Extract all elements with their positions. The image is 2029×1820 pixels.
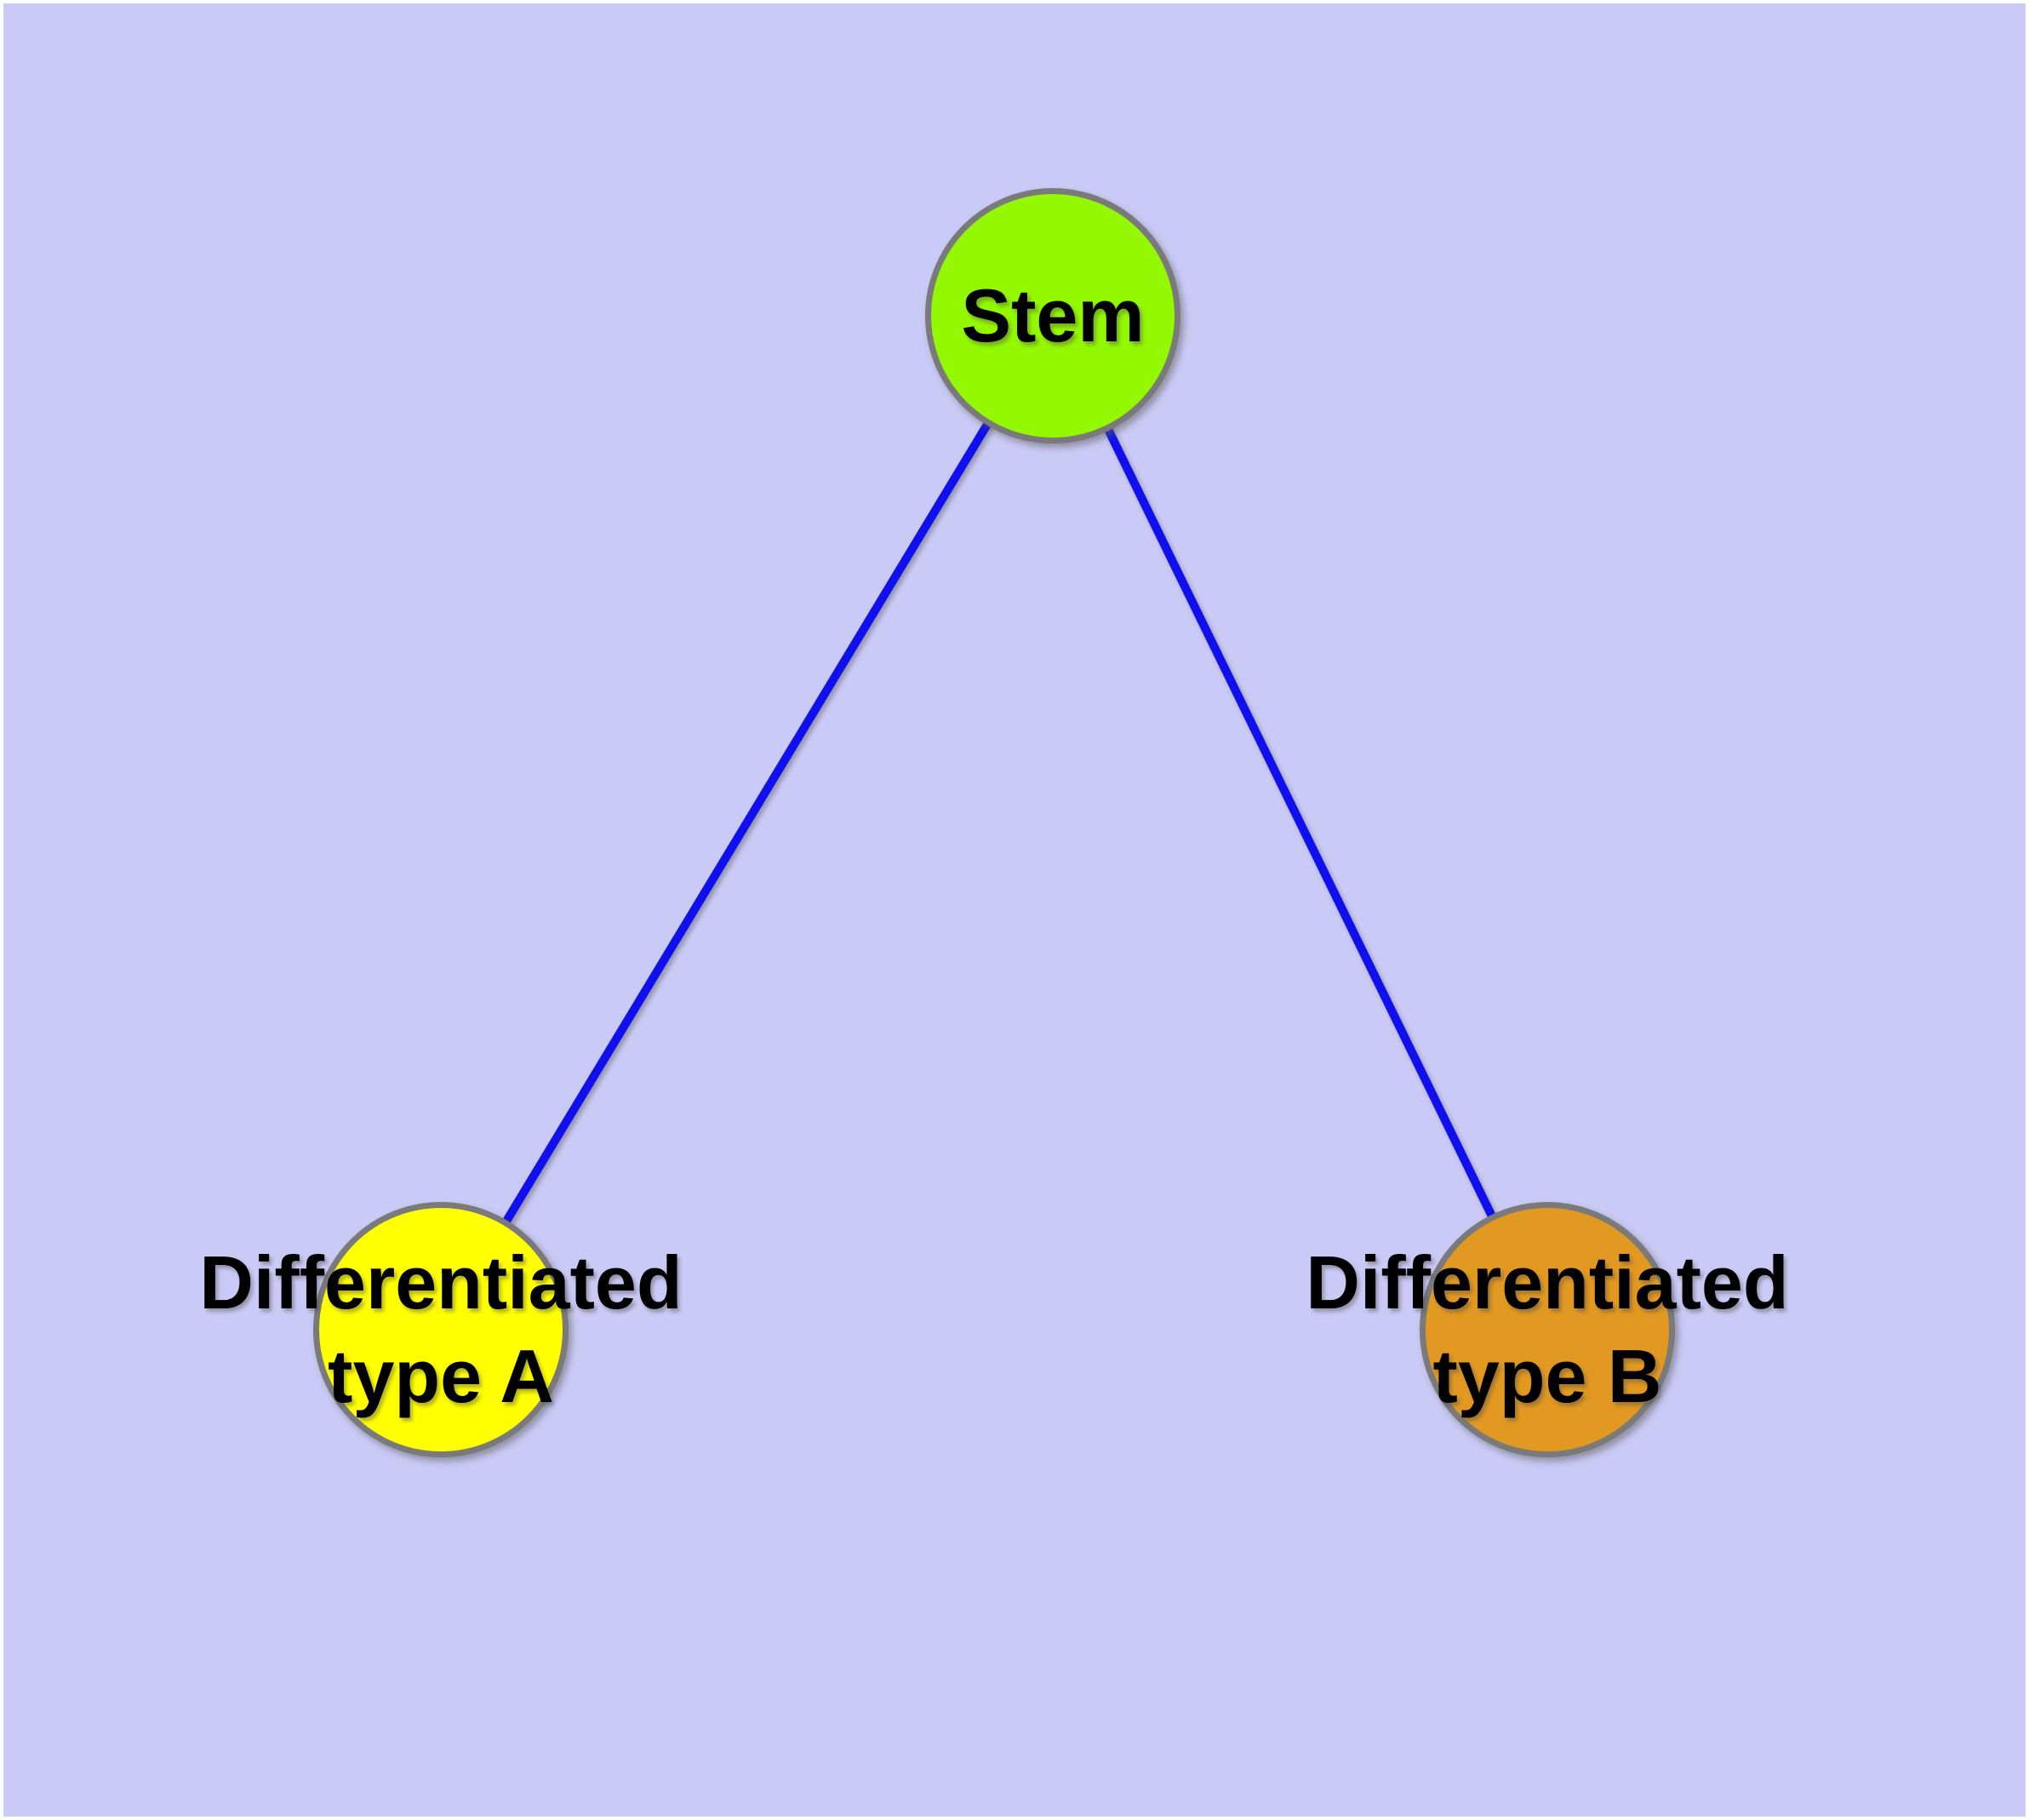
node-differentiated-type-a[interactable] <box>313 1202 569 1457</box>
node-differentiated-type-b[interactable] <box>1420 1202 1675 1457</box>
graph-canvas: Stem Differentiated type A Differentiate… <box>3 3 2026 1817</box>
edges-layer <box>437 313 1552 1332</box>
node-stem[interactable] <box>925 188 1180 444</box>
edge-stem-to-type-a[interactable] <box>437 313 1057 1332</box>
edge-stem-to-type-b[interactable] <box>1049 313 1552 1332</box>
